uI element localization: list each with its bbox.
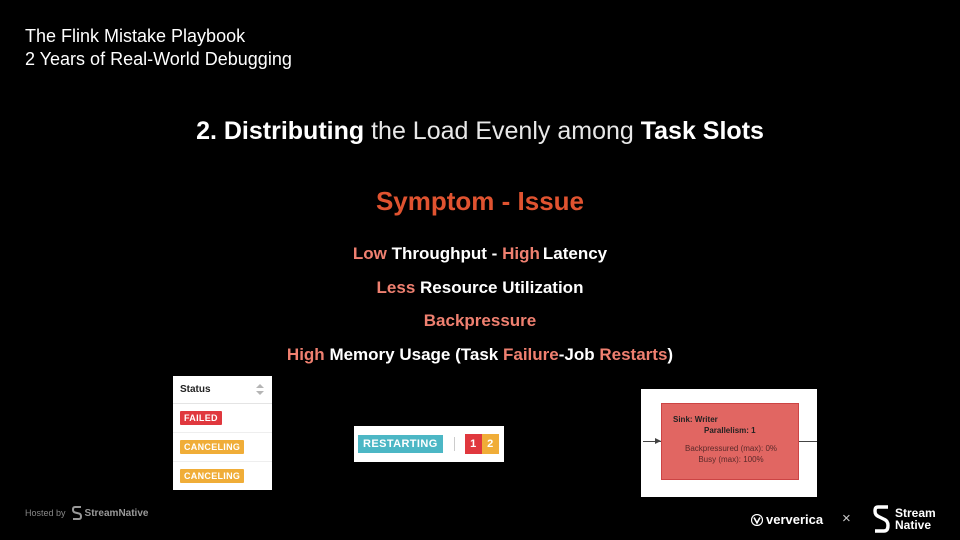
- symptom-line-backpressure: Backpressure: [0, 311, 960, 331]
- node-busy: Busy (max): 100%: [698, 455, 764, 464]
- status-badge-canceling: CANCELING: [180, 440, 245, 454]
- accent-high: High: [502, 244, 540, 263]
- output-edge: [799, 441, 817, 442]
- arrow-right-icon: [655, 438, 661, 444]
- streamnative-mark-icon: [873, 505, 890, 533]
- divider: [453, 437, 455, 451]
- text-throughput: Throughput -: [391, 244, 498, 263]
- table-row: CANCELING: [173, 433, 272, 462]
- title-bold-distributing: Distributing: [223, 117, 365, 145]
- accent-less: Less: [376, 278, 416, 297]
- node-parallelism: Parallelism: 1: [704, 426, 756, 435]
- node-name: Sink: Writer: [673, 415, 718, 424]
- table-row: FAILED: [173, 404, 272, 433]
- text-memory-usage: Memory Usage (Task: [329, 345, 499, 364]
- ververica-logo: ververica: [751, 512, 823, 527]
- restarting-badge: RESTARTING: [358, 435, 443, 453]
- slide-title: 2. Distributing the Load Evenly among Ta…: [0, 117, 960, 146]
- title-number: 2.: [196, 117, 217, 145]
- symptom-line-memory: High Memory Usage (Task Failure-Job Rest…: [0, 345, 960, 365]
- restarting-panel: RESTARTING 1 2: [354, 426, 504, 462]
- streamnative-logo-icon: [71, 506, 82, 520]
- status-badge-failed: FAILED: [180, 411, 222, 425]
- text-close-paren: ): [667, 345, 674, 364]
- status-badge-canceling: CANCELING: [180, 469, 245, 483]
- node-backpressured: Backpressured (max): 0%: [684, 444, 778, 453]
- streamnative-wordmark: Stream Native: [895, 507, 936, 531]
- sort-icon[interactable]: [256, 384, 264, 395]
- streamnative-logo: Stream Native: [873, 505, 936, 533]
- text-job: -Job: [558, 345, 595, 364]
- header-title: The Flink Mistake Playbook: [25, 26, 246, 46]
- streamnative-line1: Stream: [895, 506, 936, 520]
- ververica-icon: [751, 513, 763, 526]
- symptom-heading: Symptom - Issue: [375, 186, 585, 216]
- accent-high-memory: High: [286, 345, 325, 364]
- accent-low: Low: [352, 244, 387, 263]
- text-latency: Latency: [542, 244, 608, 263]
- status-table: Status FAILED CANCELING CANCELING: [173, 376, 272, 490]
- table-row: CANCELING: [173, 462, 272, 490]
- ververica-wordmark: ververica: [766, 512, 824, 527]
- canceling-count-badge: 2: [481, 434, 499, 454]
- text-resource-utilization: Resource Utilization: [420, 278, 584, 297]
- status-column-header[interactable]: Status: [173, 376, 272, 404]
- accent-failure: Failure: [502, 345, 559, 364]
- failed-count-badge: 1: [464, 434, 482, 454]
- slide-header: The Flink Mistake Playbook 2 Years of Re…: [25, 25, 292, 71]
- streamnative-line2: Native: [895, 518, 932, 532]
- accent-restarts: Restarts: [599, 345, 668, 364]
- times-icon: ×: [842, 510, 851, 527]
- job-graph-panel: Sink: Writer Parallelism: 1 Backpressure…: [641, 389, 817, 497]
- status-header-label: Status: [180, 384, 211, 395]
- hosted-by: Hosted by StreamNative: [25, 506, 148, 520]
- accent-backpressure: Backpressure: [423, 311, 537, 330]
- symptom-line-resource: Less Resource Utilization: [0, 278, 960, 298]
- title-bold-task-slots: Task Slots: [640, 117, 764, 145]
- hosted-by-label: Hosted by: [25, 508, 66, 518]
- header-subtitle: 2 Years of Real-World Debugging: [25, 49, 292, 69]
- input-edge: [643, 441, 661, 442]
- sink-writer-node[interactable]: Sink: Writer Parallelism: 1 Backpressure…: [661, 403, 799, 480]
- hosted-brand: StreamNative: [84, 507, 149, 519]
- title-light: the Load Evenly among: [371, 117, 634, 145]
